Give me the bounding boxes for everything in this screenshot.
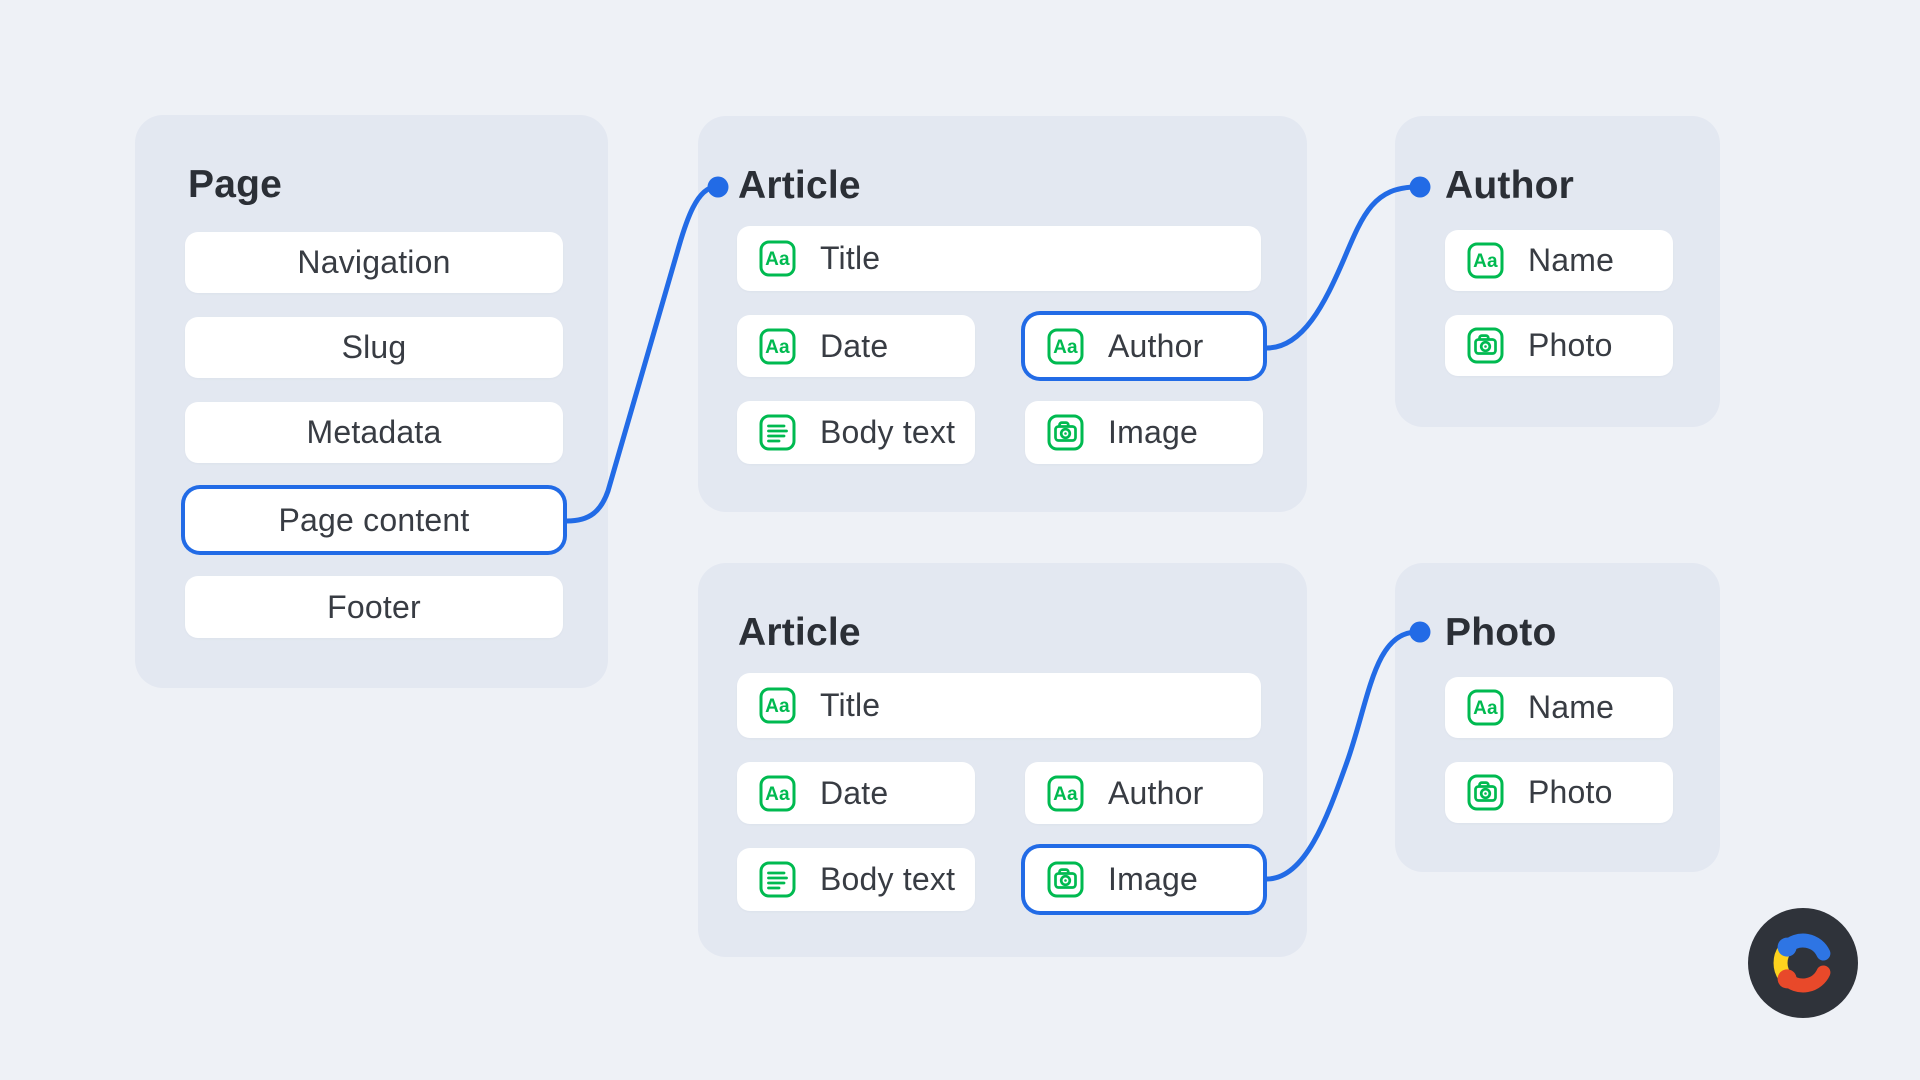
field-label: Title bbox=[820, 687, 881, 723]
text-field-icon: Aa bbox=[1467, 242, 1504, 279]
field-label: Name bbox=[1528, 689, 1615, 725]
field-footer: Footer bbox=[185, 576, 563, 638]
field-label: Image bbox=[1108, 414, 1198, 450]
text-field-icon: Aa bbox=[759, 240, 796, 277]
svg-text:Aa: Aa bbox=[765, 337, 790, 358]
svg-text:Aa: Aa bbox=[1473, 251, 1498, 272]
text-field-icon: Aa bbox=[759, 775, 796, 812]
field-name: Aa Name bbox=[1445, 230, 1673, 291]
field-label: Photo bbox=[1528, 327, 1613, 363]
field-label: Metadata bbox=[306, 414, 442, 450]
field-label: Author bbox=[1108, 774, 1204, 811]
media-field-icon bbox=[1047, 861, 1084, 898]
field-label: Body text bbox=[820, 861, 956, 897]
svg-text:Aa: Aa bbox=[1053, 784, 1078, 805]
svg-text:Aa: Aa bbox=[765, 249, 790, 270]
field-label: Title bbox=[820, 240, 881, 276]
field-label: Image bbox=[1108, 861, 1198, 897]
richtext-field-icon bbox=[759, 414, 796, 451]
field-author: Aa Author bbox=[1025, 315, 1263, 377]
field-label: Date bbox=[820, 327, 889, 364]
text-field-icon: Aa bbox=[1047, 775, 1084, 812]
field-label: Footer bbox=[327, 588, 421, 625]
field-label: Photo bbox=[1528, 774, 1613, 810]
field-body-text: Body text bbox=[737, 401, 975, 464]
field-body-text: Body text bbox=[737, 848, 975, 911]
field-photo: Photo bbox=[1445, 315, 1673, 376]
richtext-field-icon bbox=[759, 861, 796, 898]
card-title: Article bbox=[738, 164, 861, 207]
media-field-icon bbox=[1047, 414, 1084, 451]
field-date: Aa Date bbox=[737, 762, 975, 824]
card-title: Article bbox=[738, 611, 861, 654]
media-field-icon bbox=[1467, 774, 1504, 811]
svg-text:Aa: Aa bbox=[765, 696, 790, 717]
svg-text:Aa: Aa bbox=[1473, 698, 1498, 719]
field-label: Slug bbox=[341, 329, 407, 365]
field-date: Aa Date bbox=[737, 315, 975, 377]
svg-text:Aa: Aa bbox=[1053, 337, 1078, 358]
card-title: Author bbox=[1445, 164, 1574, 207]
contentful-logo bbox=[1748, 908, 1858, 1018]
text-field-icon: Aa bbox=[1467, 689, 1504, 726]
field-label: Name bbox=[1528, 242, 1615, 278]
text-field-icon: Aa bbox=[759, 328, 796, 365]
card-title: Photo bbox=[1445, 611, 1557, 654]
field-label: Body text bbox=[820, 414, 956, 450]
field-label: Date bbox=[820, 774, 889, 811]
field-photo: Photo bbox=[1445, 762, 1673, 823]
field-label: Author bbox=[1108, 327, 1204, 364]
field-name: Aa Name bbox=[1445, 677, 1673, 738]
field-label: Navigation bbox=[297, 244, 451, 280]
text-field-icon: Aa bbox=[759, 687, 796, 724]
text-field-icon: Aa bbox=[1047, 328, 1084, 365]
field-slug: Slug bbox=[185, 317, 563, 378]
field-image: Image bbox=[1025, 848, 1263, 911]
field-title: Aa Title bbox=[737, 226, 1261, 291]
field-navigation: Navigation bbox=[185, 232, 563, 293]
card-title: Page bbox=[188, 163, 283, 206]
media-field-icon bbox=[1467, 327, 1504, 364]
field-title: Aa Title bbox=[737, 673, 1261, 738]
field-image: Image bbox=[1025, 401, 1263, 464]
svg-text:Aa: Aa bbox=[765, 784, 790, 805]
field-page-content: Page content bbox=[185, 489, 563, 551]
field-metadata: Metadata bbox=[185, 402, 563, 463]
field-author: Aa Author bbox=[1025, 762, 1263, 824]
field-label: Page content bbox=[278, 501, 470, 538]
